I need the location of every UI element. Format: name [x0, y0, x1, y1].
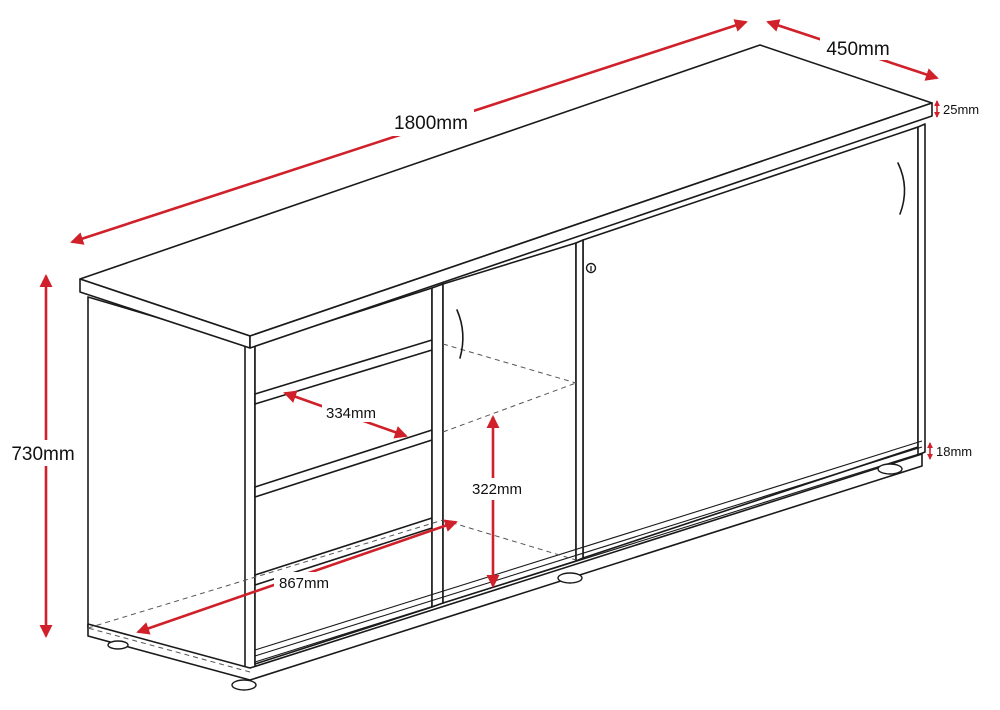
door-overlap-edge: [575, 239, 584, 562]
door-handle-icon: [456, 309, 464, 359]
foot-right: [877, 463, 903, 475]
foot-middle: [557, 572, 583, 584]
inner-width-label-bg: [274, 572, 334, 592]
door-handle-icon: [897, 162, 906, 215]
feet: [107, 463, 903, 691]
height-label: 730mm: [11, 444, 74, 465]
width-label-bg: [388, 108, 474, 136]
dimensions: 1800mm 450mm 730mm 25mm 18mm 334mm 322mm…: [4, 19, 979, 638]
centre-divider: [431, 283, 444, 608]
open-compartment: [254, 287, 433, 665]
foot-back-left: [107, 640, 129, 650]
width-label: 1800mm: [394, 113, 468, 134]
shelf-gap-label: 322mm: [472, 481, 522, 498]
shelf-depth-label: 334mm: [326, 405, 376, 422]
depth-label: 450mm: [826, 39, 889, 60]
left-side-panel: [87, 296, 251, 673]
left-panel-front-edge: [244, 344, 256, 669]
shelf-depth-label-bg: [322, 402, 380, 422]
depth-label-bg: [820, 36, 896, 60]
inner-width-label: 867mm: [279, 575, 329, 592]
foot-front-left: [231, 679, 257, 691]
left-sliding-door: [442, 242, 577, 604]
plinth-label: 18mm: [936, 444, 972, 459]
keyhole-icon: [585, 262, 597, 274]
height-label-bg: [4, 440, 82, 466]
cabinet: [79, 44, 933, 691]
base-plinth: [87, 453, 923, 681]
shelf-gap-label-bg: [468, 478, 528, 500]
right-end-panel: [917, 123, 926, 456]
top-thickness-label: 25mm: [943, 102, 979, 117]
